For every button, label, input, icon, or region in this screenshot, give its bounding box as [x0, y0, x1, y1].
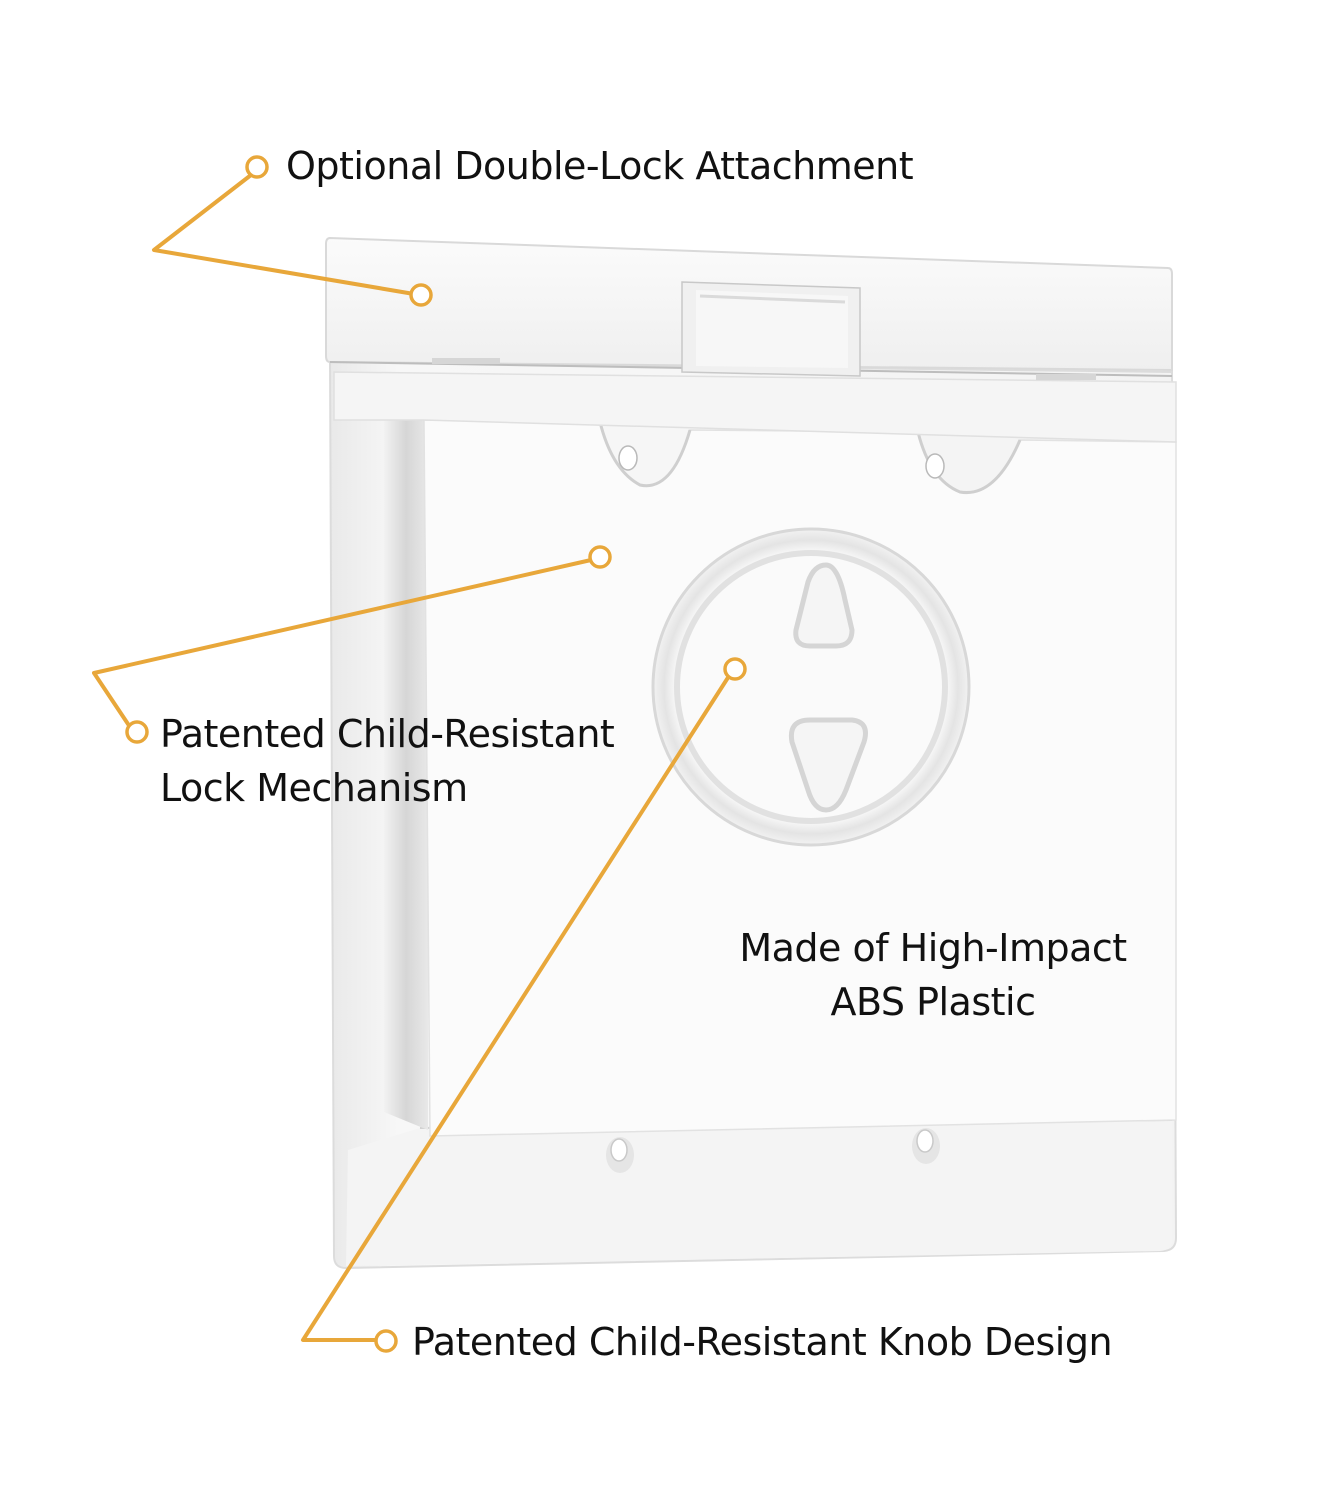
- callout-label-lock-mechanism-line2: Lock Mechanism: [160, 766, 468, 810]
- callout-lines: [92, 173, 731, 1342]
- callout-line-knob-design: [301, 674, 731, 1342]
- callout-dot-icon: [125, 720, 149, 744]
- callout-line-double-lock: [152, 173, 416, 296]
- callout-dots: [125, 155, 747, 1353]
- callout-dot-icon: [409, 283, 433, 307]
- callout-label-material-line2: ABS Plastic: [830, 980, 1036, 1024]
- callout-line-lock-mechanism: [92, 558, 593, 729]
- callout-dot-icon: [723, 657, 747, 681]
- child-resistant-knob: [651, 527, 971, 847]
- callout-label-double-lock: Optional Double-Lock Attachment: [286, 144, 914, 188]
- cover-side-wall: [384, 420, 428, 1130]
- callout-dot-icon: [588, 545, 612, 569]
- double-lock-attachment: [325, 236, 1173, 380]
- callout-dot-icon: [245, 155, 269, 179]
- callout-label-lock-mechanism-line1: Patented Child-Resistant: [160, 712, 615, 756]
- cover-frame-top: [333, 371, 1177, 443]
- callout-label-material-line1: Made of High-Impact: [739, 926, 1127, 970]
- callout-label-knob-design: Patented Child-Resistant Knob Design: [412, 1320, 1113, 1364]
- callout-dot-icon: [374, 1329, 398, 1353]
